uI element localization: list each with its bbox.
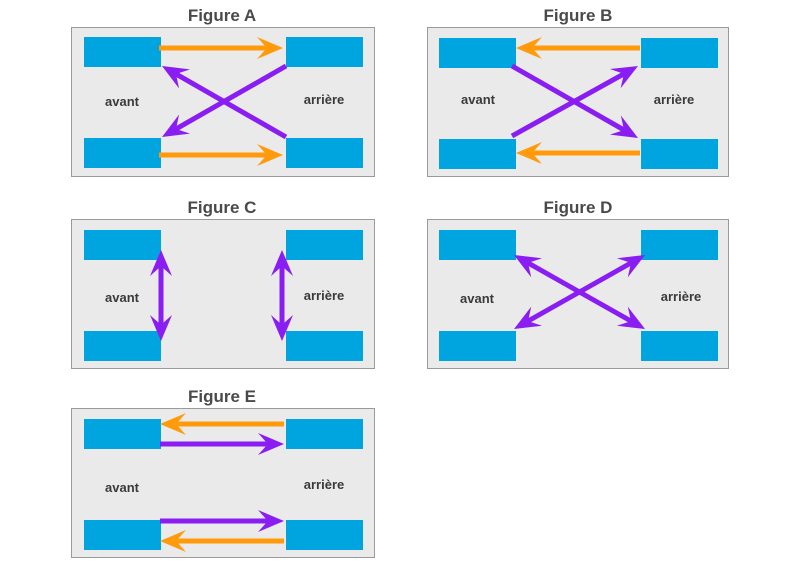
front-label: avant [105, 290, 139, 305]
figure-b-arrow-3-head [609, 115, 638, 138]
figure-d-arrow-2-shaft [526, 260, 633, 324]
figure-e-title: Figure E [187, 387, 256, 406]
tyre-front-right [439, 331, 516, 361]
figure-c-arrow-2-head [271, 315, 293, 341]
tyre-front-right [84, 331, 161, 361]
figure-a-arrow-2-head [257, 144, 283, 166]
rear-label: arrière [303, 288, 345, 303]
front-label: avant [105, 94, 139, 109]
figure-b-arrow-2-head [516, 142, 542, 164]
tyre-rear-right [641, 139, 718, 169]
figure-a-arrow-3-head [162, 114, 191, 137]
figure-c-title: Figure C [187, 198, 257, 217]
figure-d-arrow-1-tail-head [514, 255, 543, 278]
figure-b-arrow-4-shaft [510, 71, 626, 139]
front-label: avant [460, 291, 494, 306]
front-label: avant [461, 92, 495, 107]
figure-e-arrow-3-head [258, 510, 284, 532]
figure-d-title: Figure D [543, 198, 613, 217]
figure-b-arrow-4-head [609, 66, 638, 89]
figure-d-arrow-2-tail-head [616, 255, 645, 278]
rear-label: arrière [660, 289, 702, 304]
rear-label: arrière [303, 477, 345, 492]
tyre-rear-left [286, 37, 363, 67]
tyre-front-left [84, 37, 161, 67]
figure-c-arrow-1-tail-head [150, 250, 172, 276]
figure-e-panel: avant arrière [71, 408, 375, 558]
figure-d-arrow-1-head [616, 306, 645, 329]
front-label: avant [105, 480, 139, 495]
figure-b-arrow-3-shaft [510, 63, 626, 133]
figure-a-arrow-4-shaft [174, 71, 288, 140]
tyre-rear-left [286, 230, 363, 260]
tyre-front-left [84, 230, 161, 260]
tyre-front-left [439, 230, 516, 260]
tyre-rear-right [641, 331, 718, 361]
figure-a-arrow-1-head [257, 37, 283, 59]
tyre-rear-right [286, 520, 363, 550]
tyre-rear-left [641, 38, 718, 68]
figure-a-title: Figure A [187, 6, 257, 25]
figure-e-arrow-2-head [258, 433, 284, 455]
tyre-rear-left [286, 419, 363, 449]
figure-c-arrow-1-head [150, 315, 172, 341]
tyre-rear-left [641, 230, 718, 260]
figure-a-arrow-4-head [162, 66, 191, 89]
figure-d-arrow-2-head [514, 306, 543, 329]
rear-label: arrière [303, 92, 345, 107]
figure-d-panel: avant arrière [427, 219, 729, 369]
figure-b-arrow-1-head [516, 37, 542, 59]
figure-c-arrow-2-tail-head [271, 250, 293, 276]
tyre-rear-right [286, 138, 363, 168]
figure-b-title: Figure B [543, 6, 613, 25]
figure-a-arrow-3-shaft [174, 63, 288, 132]
figure-e-arrow-4-head [160, 530, 186, 552]
tyre-front-right [84, 138, 161, 168]
figure-c-panel: avant arrière [71, 219, 375, 369]
tyre-front-right [439, 139, 516, 169]
figure-e-arrow-1-head [160, 413, 186, 435]
tyre-front-right [84, 520, 161, 550]
tyre-rear-right [286, 331, 363, 361]
rear-label: arrière [653, 92, 695, 107]
tyre-front-left [439, 38, 516, 68]
tyre-front-left [84, 419, 161, 449]
